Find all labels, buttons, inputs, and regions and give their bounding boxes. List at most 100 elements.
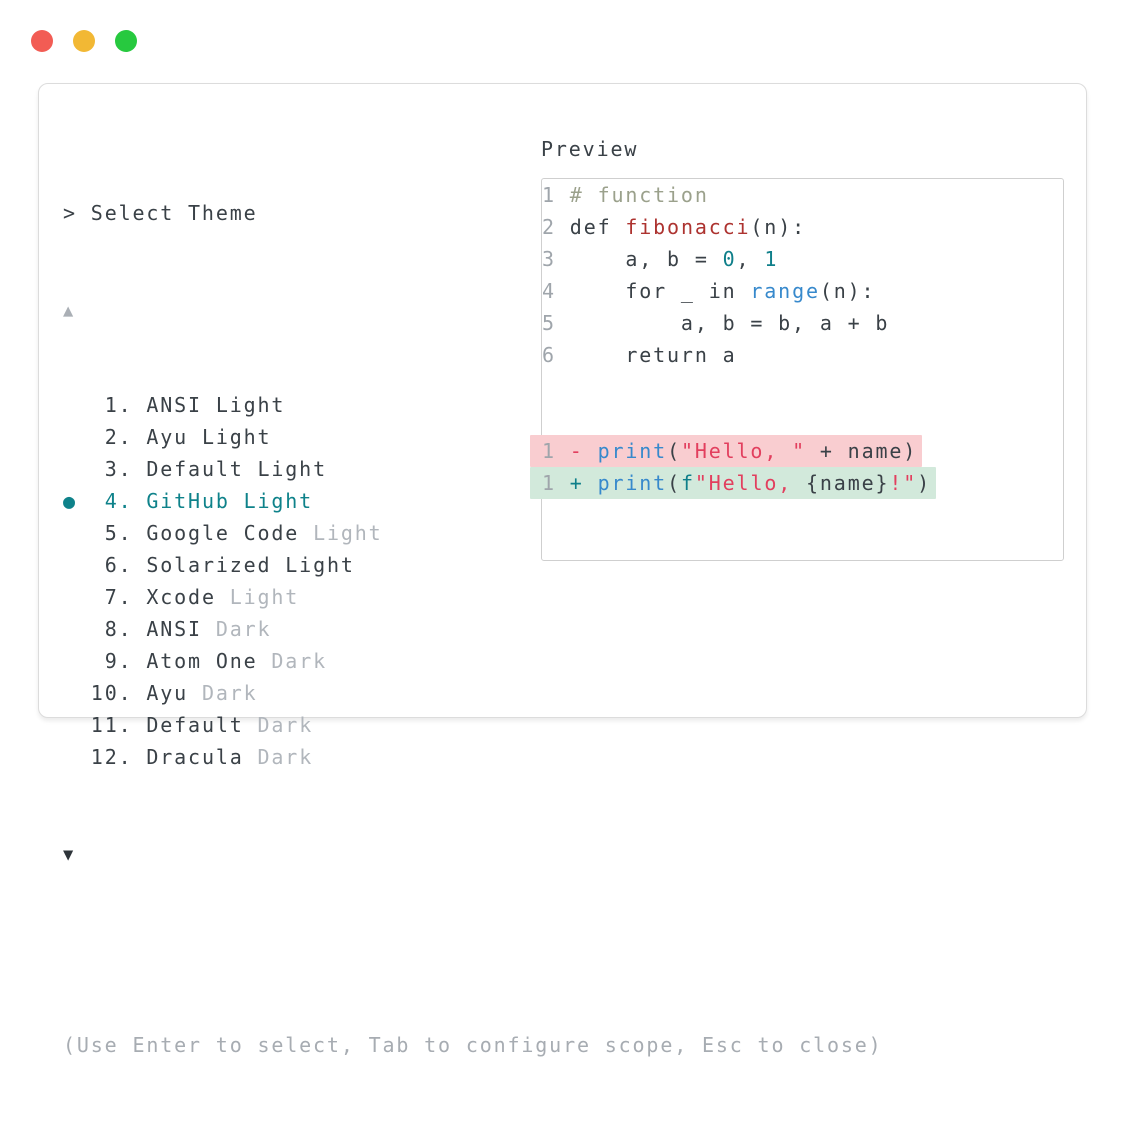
- code-line: 1 # function: [542, 179, 1063, 211]
- theme-item-9[interactable]: 9. Atom One Dark: [63, 645, 883, 677]
- code-token: f: [680, 471, 695, 495]
- item-number: 11.: [90, 713, 147, 737]
- code-token: + name): [806, 439, 918, 463]
- code-token: def: [569, 215, 626, 239]
- item-number: 3.: [90, 457, 147, 481]
- line-number: 2: [542, 215, 570, 239]
- code-token: "Hello,: [694, 471, 807, 495]
- theme-item-1[interactable]: 1. ANSI Light: [63, 389, 883, 421]
- code-token: !": [889, 471, 918, 495]
- code-line: 6 return a: [542, 339, 1063, 371]
- item-name: Google Code: [146, 521, 300, 545]
- bullet-spacer: [63, 585, 91, 609]
- code-token: {name}: [806, 471, 890, 495]
- item-variant: Light: [299, 521, 383, 545]
- theme-item-3[interactable]: 3. Default Light: [63, 453, 883, 485]
- theme-item-7[interactable]: 7. Xcode Light: [63, 581, 883, 613]
- item-number: 10.: [90, 681, 147, 705]
- scroll-down-row: ▼: [63, 837, 883, 869]
- code-token: (: [667, 471, 681, 495]
- item-variant: Dark: [201, 617, 272, 641]
- item-variant: Light: [215, 585, 300, 609]
- code-token: 0: [722, 247, 737, 271]
- preview-label: Preview: [541, 137, 639, 161]
- dialog-title-row: > Select Theme: [63, 197, 883, 229]
- diff-removed-line: 1 - print("Hello, " + name): [530, 435, 1063, 467]
- item-name: Default: [146, 713, 244, 737]
- code-token: (n):: [750, 215, 806, 239]
- line-number: 1: [542, 439, 570, 463]
- code-token: "Hello, ": [680, 439, 806, 463]
- diff-highlight: 1 + print(f"Hello, {name}!"): [530, 467, 937, 499]
- code-token: a, b =: [569, 247, 723, 271]
- item-name: Solarized Light: [146, 553, 355, 577]
- theme-item-5[interactable]: 5. Google Code Light: [63, 517, 883, 549]
- theme-item-6[interactable]: 6. Solarized Light: [63, 549, 883, 581]
- scroll-up-row: ▲: [63, 293, 883, 325]
- code-token: range: [750, 279, 820, 303]
- scroll-down-icon[interactable]: ▼: [63, 845, 76, 865]
- item-number: 12.: [90, 745, 147, 769]
- bullet-spacer: [63, 649, 91, 673]
- item-variant: Dark: [243, 745, 314, 769]
- code-token: (: [667, 439, 681, 463]
- help-text: (Use Enter to select, Tab to configure s…: [63, 1033, 883, 1057]
- code-line: 5 a, b = b, a + b: [542, 307, 1063, 339]
- code-token: for _ in: [569, 279, 751, 303]
- theme-item-8[interactable]: 8. ANSI Dark: [63, 613, 883, 645]
- item-variant: Dark: [188, 681, 258, 705]
- line-number: 4: [542, 279, 570, 303]
- item-name: ANSI: [146, 617, 202, 641]
- theme-item-10[interactable]: 10. Ayu Dark: [63, 677, 883, 709]
- theme-picker-dialog: > Select Theme ▲ 1. ANSI Light 2. Ayu Lig…: [38, 83, 1087, 1057]
- item-number: 4.: [90, 489, 147, 513]
- item-variant: Dark: [257, 649, 327, 673]
- scroll-up-icon[interactable]: ▲: [63, 301, 76, 321]
- item-variant: Dark: [243, 713, 314, 737]
- code-token: return a: [569, 343, 737, 367]
- item-number: 7.: [90, 585, 147, 609]
- window-controls: [31, 30, 137, 52]
- bullet-spacer: [63, 553, 91, 577]
- item-number: 9.: [90, 649, 147, 673]
- theme-item-11[interactable]: 11. Default Dark: [63, 709, 883, 741]
- theme-item-12[interactable]: 12. Dracula Dark: [63, 741, 883, 773]
- code-token: ,: [736, 247, 765, 271]
- item-name: Ayu: [146, 681, 189, 705]
- dialog-title: Select Theme: [90, 201, 258, 225]
- code-token: (n):: [819, 279, 876, 303]
- theme-item-2[interactable]: 2. Ayu Light: [63, 421, 883, 453]
- code-line: 3 a, b = 0, 1: [542, 243, 1063, 275]
- minimize-button[interactable]: [73, 30, 95, 52]
- item-name: Default Light: [146, 457, 327, 481]
- item-name: ANSI Light: [146, 393, 286, 417]
- bullet-spacer: [63, 425, 91, 449]
- selected-bullet-icon: ●: [63, 489, 91, 513]
- item-name: Atom One: [146, 649, 258, 673]
- theme-item-4[interactable]: ● 4. GitHub Light: [63, 485, 883, 517]
- item-number: 6.: [90, 553, 147, 577]
- code-token: 1: [764, 247, 779, 271]
- code-token: # function: [569, 183, 709, 207]
- close-button[interactable]: [31, 30, 53, 52]
- zoom-button[interactable]: [115, 30, 137, 52]
- bullet-spacer: [63, 713, 91, 737]
- code-token: print: [597, 471, 668, 495]
- code-line: [542, 403, 1063, 435]
- code-token: a, b = b, a + b: [569, 311, 890, 335]
- line-number: 1: [542, 183, 570, 207]
- prompt-chevron-icon: >: [63, 201, 77, 225]
- item-name: GitHub Light: [146, 489, 314, 513]
- bullet-spacer: [63, 521, 91, 545]
- bullet-spacer: [63, 457, 91, 481]
- bullet-spacer: [63, 617, 91, 641]
- spacer-row: [63, 933, 883, 965]
- bullet-spacer: [63, 745, 91, 769]
- item-name: Dracula: [146, 745, 244, 769]
- item-name: Ayu Light: [146, 425, 272, 449]
- bullet-spacer: [63, 681, 91, 705]
- diff-added-line: 1 + print(f"Hello, {name}!"): [530, 467, 1063, 499]
- code-line: 4 for _ in range(n):: [542, 275, 1063, 307]
